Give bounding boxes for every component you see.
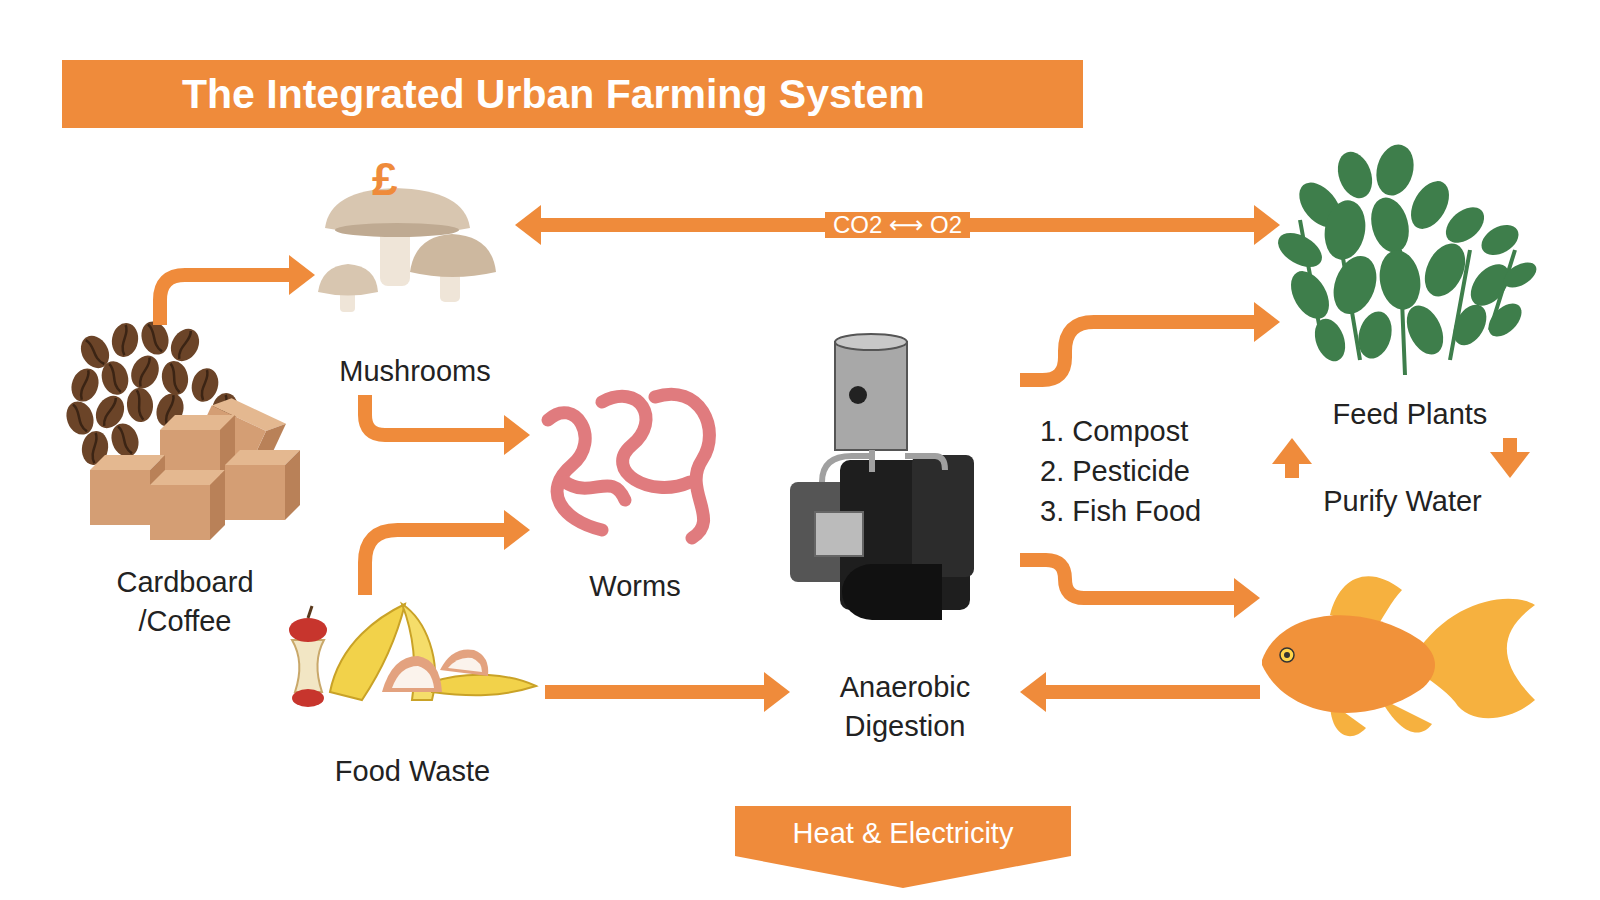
caption-row: Heat & Electricity [735,814,1071,853]
worms-illustration [548,394,709,538]
cardboard-boxes [90,392,300,540]
caption-row: Mushrooms [315,352,515,391]
caption-row: Worms [530,567,740,606]
cardboard-coffee-node: Cardboard /Coffee [60,325,310,645]
food-waste-illustration [289,604,536,707]
arrow-head [1020,672,1046,712]
fish-illustration [1262,576,1535,736]
title-band: The Integrated Urban Farming System [62,60,1083,128]
arrow-shaft [160,275,291,325]
node-caption: Purify Water [1323,482,1481,521]
flow-arrow [365,510,530,595]
arrow-head [504,415,530,455]
flow-arrow [1272,438,1312,478]
node-caption: Cardboard /Coffee [110,563,260,641]
output-item: 1. Compost [1040,413,1188,451]
node-caption: Worms [589,567,680,606]
caption-row: Purify Water [1260,482,1545,521]
output-item: 3. Fish Food [1040,493,1201,531]
output-label: Heat & Electricity [793,814,1014,853]
plants-node: Feed Plants [1280,150,1540,438]
arrow-shaft [1020,322,1256,380]
title: The Integrated Urban Farming System [182,60,925,128]
digester-illustration [790,334,974,620]
flow-arrow [1490,438,1530,478]
arrow-head [1272,438,1312,464]
arrow-shaft [1285,462,1299,478]
flow-arrow [545,672,790,712]
flow-arrow [365,395,530,455]
arrow-shaft [365,530,506,595]
flow-arrow [1020,672,1260,712]
arrow-head [1234,578,1260,618]
arrow-shaft [1020,560,1236,598]
node-caption: Feed Plants [1333,395,1488,434]
flow-arrow [160,255,315,325]
node-caption: Anaerobic Digestion [820,668,990,746]
edge-label: CO2 ⟷ O2 [825,212,970,238]
arrow-head [289,255,315,295]
output-arrow-box: Heat & Electricity [735,806,1071,888]
food-waste-node: Food Waste [280,595,545,795]
pentagon-fill [735,806,1071,888]
arrow-head [764,672,790,712]
arrow-head [1490,452,1530,478]
arrow-shaft [365,395,506,435]
node-caption: Mushrooms [339,352,491,391]
currency-symbol: £ [372,150,398,210]
flow-arrow [1020,560,1260,618]
arrow-shaft [545,685,766,699]
fish-node: Purify Water [1260,478,1545,755]
arrow-head [1254,205,1280,245]
node-caption: Food Waste [335,752,490,791]
worms-node: Worms [530,380,740,610]
digester-node: Anaerobic Digestion [790,330,1020,750]
arrow-head [515,205,541,245]
output-item: 2. Pesticide [1040,453,1190,491]
caption-row: Cardboard /Coffee [60,563,310,641]
arrow-shaft [1044,685,1260,699]
plants-illustration [1272,140,1540,375]
mushrooms-node: Mushrooms [315,160,515,395]
arrow-shaft [1503,438,1517,454]
caption-row: Anaerobic Digestion [790,668,1020,746]
flow-arrow [1020,302,1280,380]
caption-row: Food Waste [280,752,545,791]
arrow-head [1254,302,1280,342]
mushrooms-illustration [318,188,496,312]
flow-arrow [515,205,1280,245]
caption-row: Feed Plants [1280,395,1540,434]
arrow-head [504,510,530,550]
